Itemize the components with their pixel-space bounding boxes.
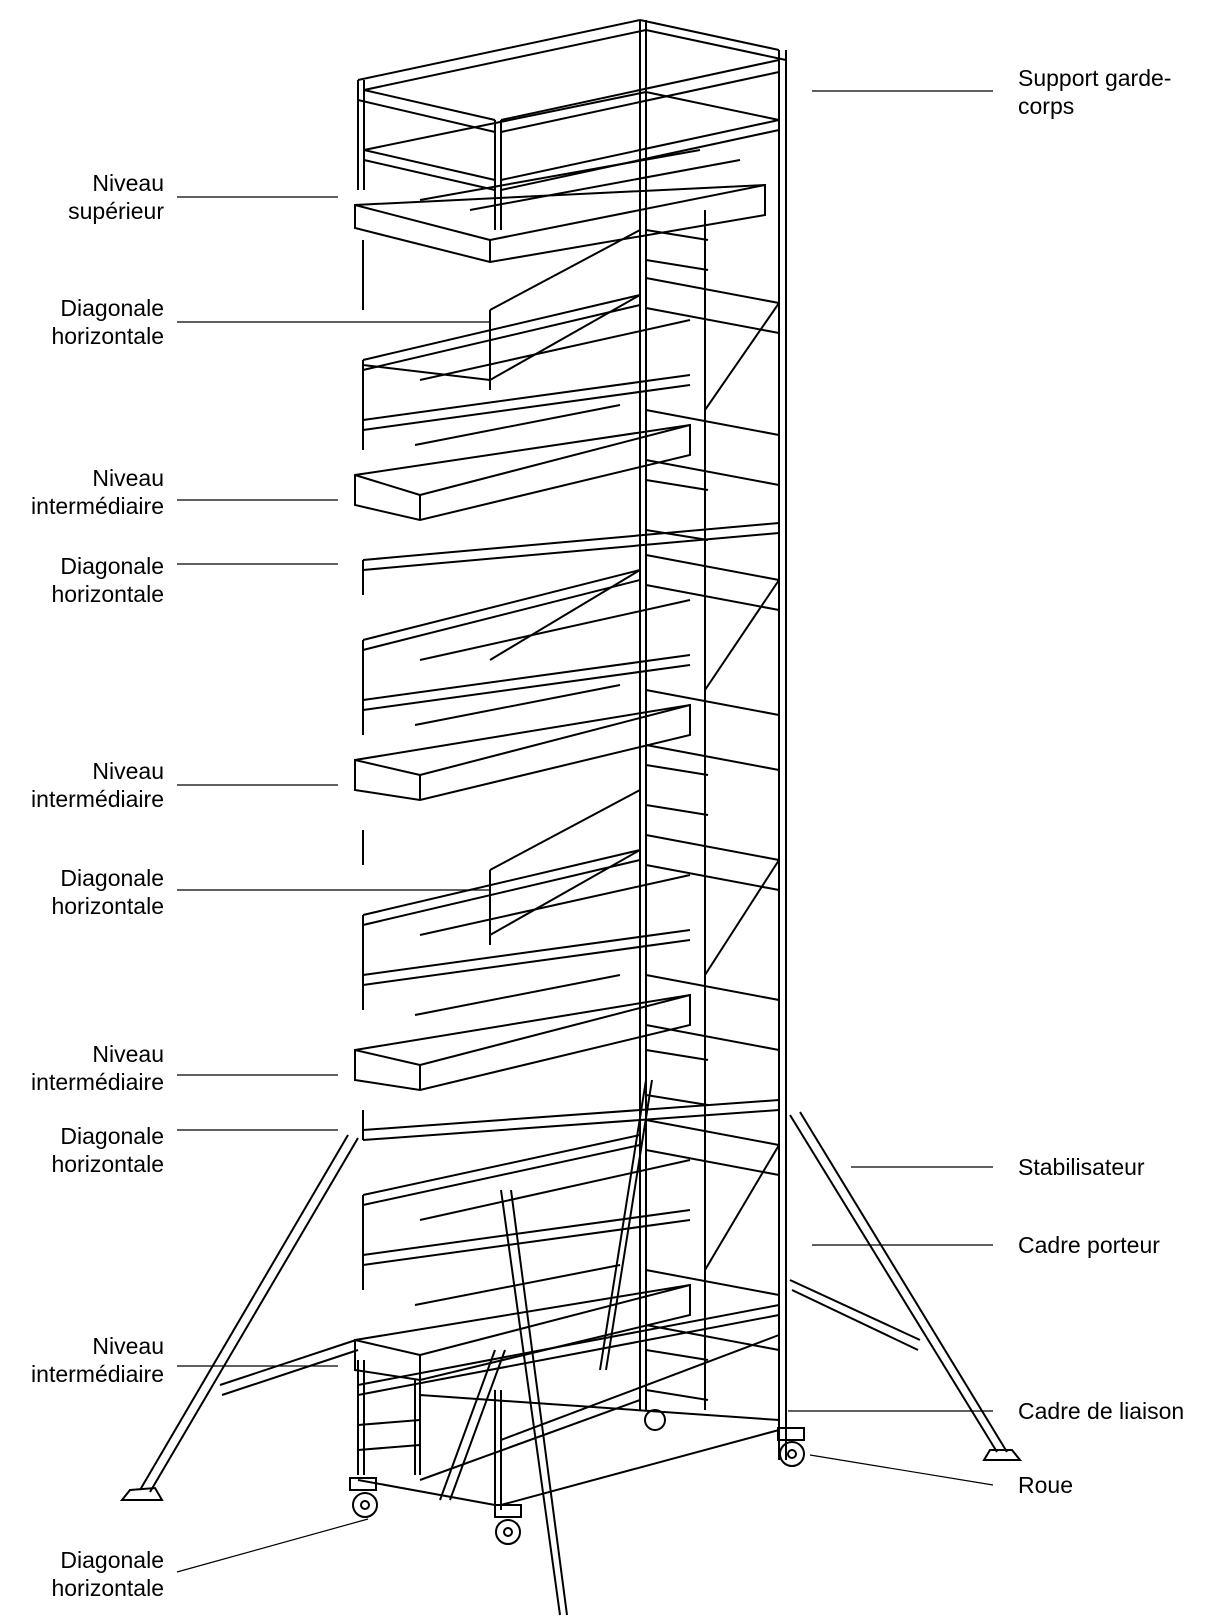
- label-stabilisateur-text: Stabilisateur: [1018, 1154, 1145, 1180]
- leader-diag-5: [176, 1518, 369, 1573]
- label-diag-5-line2: horizontale: [51, 1575, 164, 1601]
- label-niveau-inter-1-line2: intermédiaire: [31, 493, 164, 519]
- label-niveau-superieur-line1: Niveau: [92, 170, 164, 196]
- guardrail-top: [357, 19, 787, 191]
- label-diagonale-horizontale-3: Diagonale horizontale: [51, 864, 164, 920]
- label-niveau-intermediaire-2: Niveau intermédiaire: [31, 757, 164, 813]
- label-diag-3-line1: Diagonale: [60, 865, 164, 891]
- label-cadre-porteur-text: Cadre porteur: [1018, 1232, 1160, 1258]
- label-niveau-inter-4-line1: Niveau: [92, 1333, 164, 1359]
- stabilisateurs: [119, 1079, 1023, 1616]
- label-niveau-intermediaire-3: Niveau intermédiaire: [31, 1040, 164, 1096]
- label-cadre-porteur: Cadre porteur: [1018, 1231, 1160, 1259]
- left-uprights: [357, 80, 502, 1510]
- label-roue-text: Roue: [1018, 1472, 1073, 1498]
- label-niveau-inter-2-line1: Niveau: [92, 758, 164, 784]
- label-support-garde-corps: Support garde- corps: [1018, 64, 1171, 120]
- wheels: [349, 1409, 805, 1545]
- label-support-garde-corps-line2: corps: [1018, 93, 1075, 119]
- horizontal-diagonals: [357, 229, 780, 1506]
- leader-lines: [176, 90, 994, 1573]
- label-support-garde-corps-line1: Support garde-: [1018, 65, 1172, 91]
- platforms: [354, 149, 766, 1382]
- label-niveau-superieur: Niveau supérieur: [68, 169, 164, 225]
- label-diag-3-line2: horizontale: [51, 893, 164, 919]
- label-diag-1-line2: horizontale: [51, 323, 164, 349]
- label-diag-2-line2: horizontale: [51, 581, 164, 607]
- label-niveau-intermediaire-1: Niveau intermédiaire: [31, 464, 164, 520]
- label-diag-1-line1: Diagonale: [60, 295, 164, 321]
- label-diag-4-line2: horizontale: [51, 1151, 164, 1177]
- label-diag-4-line1: Diagonale: [60, 1123, 164, 1149]
- label-niveau-inter-3-line2: intermédiaire: [31, 1069, 164, 1095]
- right-uprights: [639, 20, 787, 1460]
- leader-roue: [809, 1454, 994, 1486]
- label-niveau-inter-1-line1: Niveau: [92, 465, 164, 491]
- label-niveau-intermediaire-4: Niveau intermédiaire: [31, 1332, 164, 1388]
- label-diag-5-line1: Diagonale: [60, 1547, 164, 1573]
- label-cadre-de-liaison-text: Cadre de liaison: [1018, 1398, 1185, 1424]
- label-roue: Roue: [1018, 1471, 1073, 1499]
- label-stabilisateur: Stabilisateur: [1018, 1153, 1145, 1181]
- label-diagonale-horizontale-1: Diagonale horizontale: [51, 294, 164, 350]
- label-niveau-superieur-line2: supérieur: [68, 198, 164, 224]
- label-cadre-de-liaison: Cadre de liaison: [1018, 1397, 1184, 1425]
- label-niveau-inter-2-line2: intermédiaire: [31, 786, 164, 812]
- label-diagonale-horizontale-2: Diagonale horizontale: [51, 552, 164, 608]
- label-niveau-inter-4-line2: intermédiaire: [31, 1361, 164, 1387]
- label-diag-2-line1: Diagonale: [60, 553, 164, 579]
- label-diagonale-horizontale-5: Diagonale horizontale: [51, 1546, 164, 1602]
- label-niveau-inter-3-line1: Niveau: [92, 1041, 164, 1067]
- label-diagonale-horizontale-4: Diagonale horizontale: [51, 1122, 164, 1178]
